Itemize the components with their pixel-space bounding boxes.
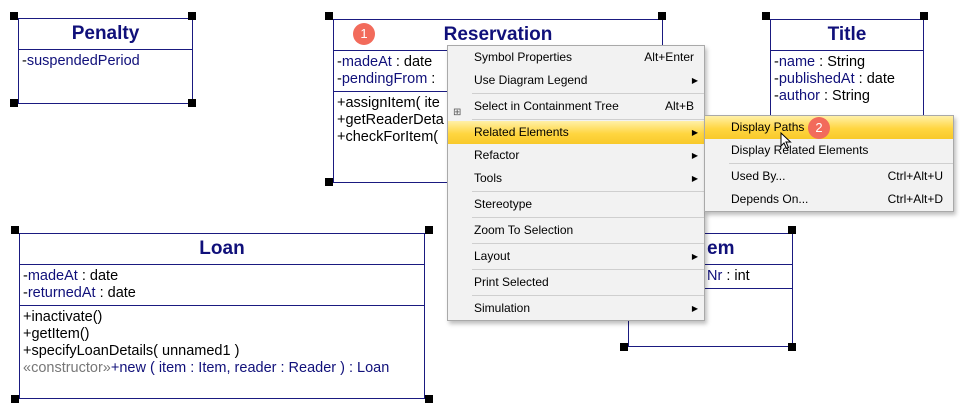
menu-separator (472, 93, 704, 94)
attribute-row: -author : String (774, 88, 870, 104)
step-badge-1: 1 (353, 23, 375, 45)
menu-item-tools[interactable]: Tools▶ (448, 167, 704, 190)
attribute-row: -publishedAt : date (774, 71, 895, 87)
menu-item-refactor[interactable]: Refactor▶ (448, 144, 704, 167)
operation-row: +checkForItem( (337, 129, 439, 145)
operation-row: «constructor»+new ( item : Item, reader … (23, 360, 390, 376)
operations-section: +inactivate() +getItem() +specifyLoanDet… (20, 306, 424, 380)
resize-handle[interactable] (620, 343, 628, 351)
menu-item-used-by[interactable]: Used By...Ctrl+Alt+U (731, 169, 943, 183)
menu-separator (472, 243, 704, 244)
class-name: em (629, 234, 792, 265)
attributes-section: -name : String -publishedAt : date -auth… (771, 51, 923, 108)
class-title[interactable]: Title -name : String -publishedAt : date… (770, 19, 924, 119)
attribute-row: Nr : int (707, 268, 750, 284)
menu-separator (729, 163, 953, 164)
class-name: Penalty (19, 19, 192, 50)
resize-handle[interactable] (658, 12, 666, 20)
resize-handle[interactable] (762, 12, 770, 20)
menu-separator (472, 119, 704, 120)
menu-item-related-elements[interactable]: Related Elements▶ (448, 121, 704, 144)
resize-handle[interactable] (325, 12, 333, 20)
operation-row: +assignItem( ite (337, 95, 440, 111)
menu-separator (472, 269, 704, 270)
mouse-cursor-icon (780, 132, 792, 150)
step-badge-2: 2 (808, 117, 830, 139)
resize-handle[interactable] (920, 12, 928, 20)
class-penalty[interactable]: Penalty -suspendedPeriod (18, 18, 193, 104)
resize-handle[interactable] (11, 226, 19, 234)
menu-item-zoom-to-selection[interactable]: Zoom To Selection (474, 223, 574, 237)
attribute-row: -name : String (774, 54, 866, 70)
attribute-row: -returnedAt : date (23, 285, 136, 301)
menu-separator (472, 295, 704, 296)
resize-handle[interactable] (188, 99, 196, 107)
attributes-section: Nr : int (629, 265, 792, 289)
resize-handle[interactable] (10, 99, 18, 107)
operation-row: +getItem() (23, 326, 90, 342)
class-loan[interactable]: Loan -madeAt : date -returnedAt : date +… (19, 233, 425, 399)
attribute-row: -madeAt : date (23, 268, 119, 284)
attribute-row: -suspendedPeriod (22, 53, 140, 69)
menu-item-display-related-elements[interactable]: Display Related Elements (731, 143, 869, 157)
class-name: Loan (20, 234, 424, 265)
attributes-section: -suspendedPeriod (19, 50, 192, 73)
menu-item-print-selected[interactable]: Print Selected (474, 275, 549, 289)
attributes-section: -madeAt : date -returnedAt : date (20, 265, 424, 306)
operations-section: +assignItem( ite +getReaderDeta +checkFo… (334, 92, 662, 149)
resize-handle[interactable] (788, 226, 796, 234)
submenu-arrow-icon: ▶ (691, 174, 698, 183)
menu-item-stereotype[interactable]: Stereotype (474, 197, 533, 211)
operation-row: +specifyLoanDetails( unnamed1 ) (23, 343, 240, 359)
submenu-arrow-icon: ▶ (691, 128, 698, 137)
submenu-arrow-icon: ▶ (691, 304, 698, 313)
operation-row: +inactivate() (23, 309, 103, 325)
menu-item-layout[interactable]: Layout▶ (448, 245, 704, 268)
attribute-row: -pendingFrom : (337, 71, 436, 87)
containment-tree-icon: ⊞ (453, 107, 462, 118)
resize-handle[interactable] (188, 12, 196, 20)
menu-separator (472, 217, 704, 218)
operation-row: +getReaderDeta (337, 112, 444, 128)
resize-handle[interactable] (325, 178, 333, 186)
resize-handle[interactable] (11, 395, 19, 403)
resize-handle[interactable] (788, 343, 796, 351)
resize-handle[interactable] (425, 226, 433, 234)
submenu-arrow-icon: ▶ (691, 76, 698, 85)
menu-item-use-diagram-legend[interactable]: Use Diagram Legend▶ (448, 69, 704, 92)
menu-item-depends-on[interactable]: Depends On...Ctrl+Alt+D (731, 192, 943, 206)
attribute-row: -madeAt : date (337, 54, 433, 70)
menu-item-simulation[interactable]: Simulation▶ (448, 297, 704, 320)
resize-handle[interactable] (10, 12, 18, 20)
class-name: Title (771, 20, 923, 51)
submenu-arrow-icon: ▶ (691, 252, 698, 261)
menu-separator (472, 191, 704, 192)
resize-handle[interactable] (425, 395, 433, 403)
submenu-arrow-icon: ▶ (691, 151, 698, 160)
